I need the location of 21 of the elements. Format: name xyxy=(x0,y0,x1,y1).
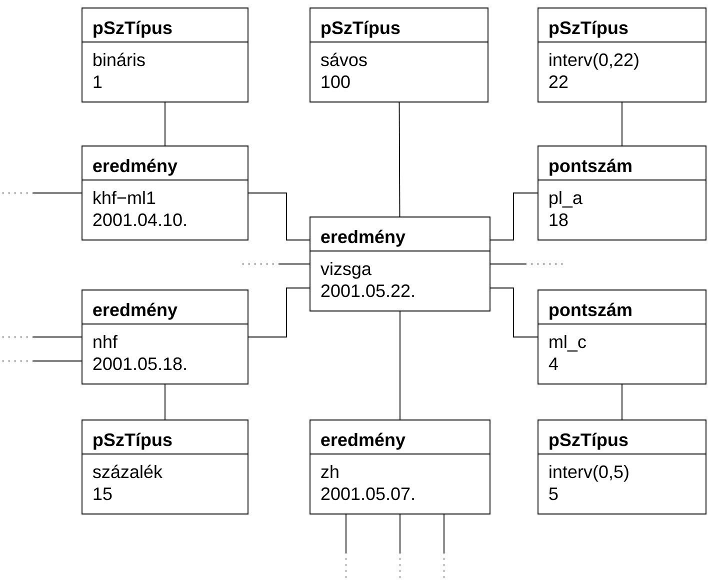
connector-line xyxy=(33,336,82,338)
object-box: eredmény zh 2001.05.07. xyxy=(310,420,490,514)
connector-line xyxy=(164,102,166,146)
object-box: pSzTípus interv(0,5) 5 xyxy=(538,420,706,514)
object-box: pontszám ml_c 4 xyxy=(538,290,706,384)
connector-line xyxy=(398,102,400,217)
connector-line xyxy=(164,384,166,420)
connector-line xyxy=(490,192,538,240)
connector-line xyxy=(248,192,310,240)
object-box: pSzTípus sávos 100 xyxy=(310,8,488,102)
object-box: eredmény vizsga 2001.05.22. xyxy=(310,216,490,312)
connector-line xyxy=(248,288,310,338)
object-box: eredmény khf−ml1 2001.04.10. xyxy=(82,146,248,240)
connector-line xyxy=(33,192,82,194)
object-box: eredmény nhf 2001.05.18. xyxy=(82,290,248,384)
connector-line xyxy=(33,360,82,362)
object-box: pSzTípus interv(0,22) 22 xyxy=(538,8,706,102)
connector-line xyxy=(490,288,538,338)
object-box: pSzTípus százalék 15 xyxy=(82,420,248,514)
object-box: pSzTípus bináris 1 xyxy=(82,8,248,102)
object-box: pontszám pl_a 18 xyxy=(538,146,706,240)
